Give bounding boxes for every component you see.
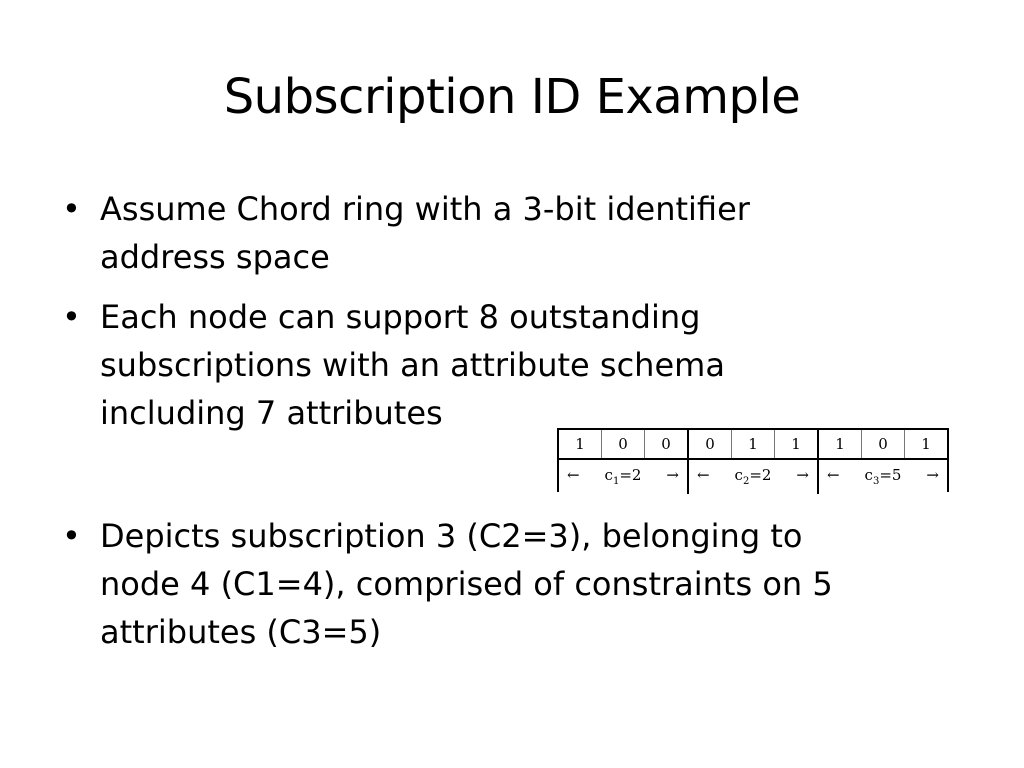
bullet-line: address space xyxy=(100,238,330,276)
bullet-line: Depicts subscription 3 (C2=3), belonging… xyxy=(100,517,803,555)
right-arrow-icon: → xyxy=(666,466,679,484)
bullet-line: subscriptions with an attribute schema xyxy=(100,346,725,384)
field-label-var: c xyxy=(734,466,743,484)
bit-cell: 0 xyxy=(862,430,905,458)
bullet-text: Each node can support 8 outstanding subs… xyxy=(100,293,960,437)
bit-cell: 0 xyxy=(602,430,645,458)
field-label-row: ← c1=2 → ← c2=2 → ← c3=5 → xyxy=(559,460,947,494)
field-label-var: c xyxy=(604,466,613,484)
bit-cell: 0 xyxy=(689,430,732,458)
field-label-c1: ← c1=2 → xyxy=(559,460,689,494)
bullet-line: Assume Chord ring with a 3-bit identifie… xyxy=(100,190,750,228)
bit-cell: 1 xyxy=(921,435,931,453)
field-label-sub: 1 xyxy=(612,476,620,487)
field-label-value: =5 xyxy=(879,466,902,484)
bit-cell: 1 xyxy=(775,430,819,458)
bullet-line: Each node can support 8 outstanding xyxy=(100,298,701,336)
bullet-icon: • xyxy=(62,298,81,336)
field-label-value: =2 xyxy=(619,466,642,484)
subscription-id-bitfield: 1 0 0 0 1 1 1 0 1 ← c1=2 → ← c2=2 → ← c3… xyxy=(557,428,949,494)
field-label-value: =2 xyxy=(749,466,772,484)
left-arrow-icon: ← xyxy=(567,466,580,484)
field-label-sub: 3 xyxy=(872,476,880,487)
bullet-text: Depicts subscription 3 (C2=3), belonging… xyxy=(100,512,960,656)
bit-cell: 1 xyxy=(819,430,862,458)
bit-cell: 1 xyxy=(559,430,602,458)
right-arrow-icon: → xyxy=(796,466,809,484)
field-label-sub: 2 xyxy=(742,476,750,487)
bullet-line: node 4 (C1=4), comprised of constraints … xyxy=(100,565,833,603)
right-arrow-icon: → xyxy=(926,466,939,484)
left-arrow-icon: ← xyxy=(697,466,710,484)
bit-cell: 0 xyxy=(645,430,689,458)
bullet-icon: • xyxy=(62,190,81,228)
slide-title: Subscription ID Example xyxy=(223,69,801,125)
bullet-icon: • xyxy=(62,517,81,555)
bullet-line: including 7 attributes xyxy=(100,394,443,432)
bullet-line: attributes (C3=5) xyxy=(100,613,382,651)
bit-row: 1 0 0 0 1 1 1 0 1 xyxy=(559,430,947,460)
left-arrow-icon: ← xyxy=(827,466,840,484)
field-label-var: c xyxy=(864,466,873,484)
bit-cell: 1 xyxy=(732,430,775,458)
bullet-text: Assume Chord ring with a 3-bit identifie… xyxy=(100,185,960,281)
field-label-c3: ← c3=5 → xyxy=(819,460,947,494)
field-label-c2: ← c2=2 → xyxy=(689,460,819,494)
